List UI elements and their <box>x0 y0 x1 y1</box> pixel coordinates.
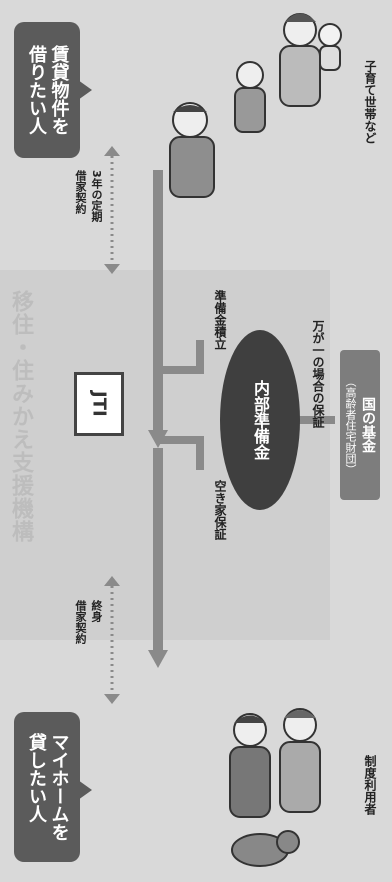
emergency-guarantee-label: 万が一の場合の保証 <box>311 320 325 428</box>
reserve-build-label: 準備金積立 <box>213 290 227 350</box>
contract-top-label: 3年の定期 借家契約 <box>74 170 103 222</box>
renter-arrow-head <box>148 430 168 448</box>
renter-callout: 賃貸物件を 借りたい人 <box>14 22 80 158</box>
renter-callout-text: 賃貸物件を 借りたい人 <box>26 45 70 135</box>
owner-callout: マイホームを 貸したい人 <box>14 712 80 862</box>
vacancy-arrow <box>160 436 204 470</box>
organization-title: 移住・住みかえ支援機構 <box>8 290 33 543</box>
internal-reserve-oval: 内部準備金 <box>220 330 300 510</box>
internal-reserve-text: 内部準備金 <box>251 380 270 460</box>
user-label: 制度利用者 <box>363 755 377 815</box>
logo-text: JTI <box>88 391 110 417</box>
owner-callout-tail <box>78 780 92 800</box>
national-fund-title: 国の基金 <box>360 397 376 453</box>
owner-callout-text: マイホームを 貸したい人 <box>26 733 70 841</box>
family-illustration <box>169 13 342 198</box>
family-label: 子育て世帯など <box>363 60 377 144</box>
national-fund-box: 国の基金 （高齢者住宅財団） <box>340 350 380 500</box>
contract-bottom-label: 終身 借家契約 <box>74 600 103 644</box>
renter-callout-tail <box>78 80 92 100</box>
vacancy-guarantee-label: 空き家保証 <box>213 480 227 540</box>
national-fund-sub: （高齢者住宅財団） <box>344 375 357 475</box>
owner-illustration <box>229 708 321 867</box>
reserve-build-arrow <box>160 340 204 374</box>
logo-box: JTI <box>74 372 124 436</box>
